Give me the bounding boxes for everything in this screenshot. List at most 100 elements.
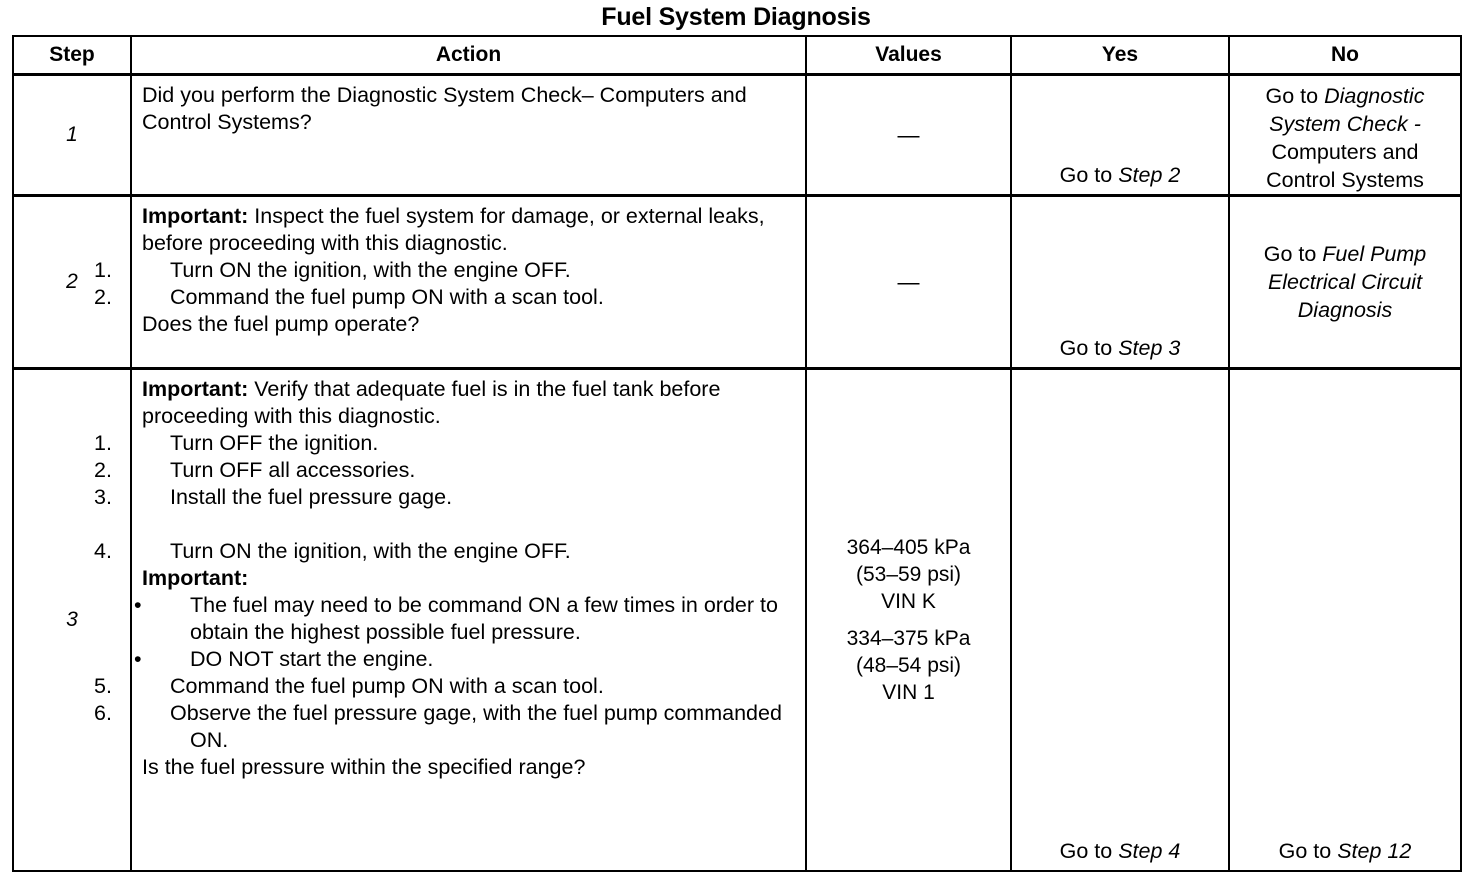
- action-cell-3: Important: Verify that adequate fuel is …: [94, 367, 807, 872]
- no-branch: Go to Fuel Pump Electrical Circuit Diagn…: [1230, 240, 1460, 324]
- no-reference: Step 12: [1337, 839, 1412, 863]
- no-cell-3: Go to Step 12: [1228, 367, 1462, 872]
- action-question: Does the fuel pump operate?: [142, 312, 420, 336]
- important-label: Important:: [142, 566, 249, 590]
- step-cell-1: 1: [12, 73, 132, 197]
- action-step-item: 1. Turn OFF the ignition.: [94, 430, 797, 457]
- no-branch: Go to Step 12: [1230, 837, 1460, 865]
- step-item-text: Turn ON the ignition, with the engine OF…: [170, 539, 571, 563]
- important-label: Important:: [142, 204, 249, 228]
- action-step-item: 6. Observe the fuel pressure gage, with t…: [94, 700, 797, 754]
- no-reference: Fuel Pump Electrical Circuit Diagnosis: [1267, 242, 1427, 322]
- values-cell-2: —: [805, 194, 1012, 370]
- table-row: 2 Important: Inspect the fuel system for…: [12, 194, 1462, 370]
- yes-branch: Go to Step 3: [1012, 334, 1228, 362]
- action-question: Is the fuel pressure within the specifie…: [142, 755, 586, 779]
- no-cell-1: Go to Diagnostic System Check - Computer…: [1228, 73, 1462, 197]
- step-item-text: Turn OFF all accessories.: [170, 458, 416, 482]
- values-kpa: 364–405 kPa: [846, 536, 971, 559]
- step-number: 3: [66, 608, 78, 631]
- action-step-item: 3. Install the fuel pressure gage.: [94, 484, 797, 511]
- step-item-text: Install the fuel pressure gage.: [170, 485, 453, 509]
- step-item-number: 2.: [94, 285, 112, 309]
- values-group-vin-k: 364–405 kPa (53–59 psi) VIN K: [807, 534, 1010, 615]
- step-item-number: 2.: [94, 458, 112, 482]
- yes-prefix: Go to: [1059, 163, 1119, 187]
- blank-line: [142, 511, 797, 538]
- action-step-item: 2. Command the fuel pump ON with a scan t…: [94, 284, 797, 311]
- step-item-text: Turn OFF the ignition.: [170, 431, 379, 455]
- step-item-text: Command the fuel pump ON with a scan too…: [170, 674, 604, 698]
- action-important: Important: Inspect the fuel system for d…: [142, 203, 797, 257]
- values-psi: (53–59 psi): [855, 563, 962, 586]
- column-header-yes: Yes: [1010, 35, 1230, 76]
- values-text: —: [897, 269, 920, 295]
- step-cell-2: 2: [12, 194, 132, 370]
- step-item-number: 3.: [94, 485, 112, 509]
- yes-prefix: Go to: [1059, 839, 1119, 863]
- values-vin: VIN 1: [882, 681, 935, 704]
- no-branch: Go to Diagnostic System Check - Computer…: [1230, 76, 1460, 194]
- no-suffix: Computers and Control Systems: [1266, 140, 1424, 192]
- table-row: 3 Important: Verify that adequate fuel i…: [12, 367, 1462, 872]
- no-prefix: Go to: [1265, 84, 1325, 108]
- table-header-row: Step Action Values Yes No: [12, 35, 1462, 76]
- no-reference: Diagnostic System Check -: [1269, 84, 1425, 136]
- important-text: Inspect the fuel system for damage, or e…: [142, 204, 765, 255]
- step-number: 2: [66, 270, 78, 293]
- yes-branch: Go to Step 2: [1012, 161, 1228, 189]
- step-item-number: 6.: [94, 701, 112, 725]
- column-header-action: Action: [130, 35, 807, 76]
- values-psi: (48–54 psi): [855, 654, 962, 677]
- values-group-vin-1: 334–375 kPa (48–54 psi) VIN 1: [807, 625, 1010, 706]
- yes-reference: Step 2: [1118, 163, 1181, 187]
- step-cell-3: 3: [12, 367, 132, 872]
- action-step-item: 2. Turn OFF all accessories.: [94, 457, 797, 484]
- action-question: Did you perform the Diagnostic System Ch…: [142, 83, 747, 134]
- bullet-glyph: •: [134, 647, 142, 671]
- bullet-text: DO NOT start the engine.: [190, 647, 434, 671]
- no-cell-2: Go to Fuel Pump Electrical Circuit Diagn…: [1228, 194, 1462, 370]
- action-important: Important: Verify that adequate fuel is …: [142, 376, 797, 430]
- step-item-text: Turn ON the ignition, with the engine OF…: [170, 258, 571, 282]
- yes-cell-2: Go to Step 3: [1010, 194, 1230, 370]
- action-step-item: 1. Turn ON the ignition, with the engine …: [94, 257, 797, 284]
- values-kpa: 334–375 kPa: [846, 627, 971, 650]
- column-header-values: Values: [805, 35, 1012, 76]
- important-text: Verify that adequate fuel is in the fuel…: [142, 377, 721, 428]
- no-prefix: Go to: [1278, 839, 1338, 863]
- step-item-text: Observe the fuel pressure gage, with the…: [170, 701, 782, 752]
- values-cell-3: 364–405 kPa (53–59 psi) VIN K 334–375 kP…: [805, 367, 1012, 872]
- step-item-number: 5.: [94, 674, 112, 698]
- yes-prefix: Go to: [1059, 336, 1119, 360]
- bullet-text: The fuel may need to be command ON a few…: [190, 593, 778, 644]
- action-bullet-item: • The fuel may need to be command ON a fe…: [134, 592, 797, 646]
- important-label: Important:: [142, 377, 249, 401]
- values-text: —: [897, 122, 920, 148]
- values-cell-1: —: [805, 73, 1012, 197]
- step-item-number: 1.: [94, 431, 112, 455]
- step-item-number: 4.: [94, 539, 112, 563]
- step-item-number: 1.: [94, 258, 112, 282]
- column-header-step: Step: [12, 35, 132, 76]
- action-step-item: 4. Turn ON the ignition, with the engine …: [94, 538, 797, 565]
- action-bullet-item: • DO NOT start the engine.: [134, 646, 797, 673]
- page-title: Fuel System Diagnosis: [601, 3, 871, 31]
- yes-reference: Step 4: [1118, 839, 1181, 863]
- action-important-2: Important:: [142, 565, 797, 592]
- action-step-item: 5. Command the fuel pump ON with a scan t…: [94, 673, 797, 700]
- yes-cell-1: Go to Step 2: [1010, 73, 1230, 197]
- bullet-glyph: •: [134, 593, 142, 617]
- yes-cell-3: Go to Step 4: [1010, 367, 1230, 872]
- column-header-no: No: [1228, 35, 1462, 76]
- step-number: 1: [66, 123, 78, 146]
- values-vin: VIN K: [881, 590, 936, 613]
- yes-reference: Step 3: [1118, 336, 1181, 360]
- yes-branch: Go to Step 4: [1012, 837, 1228, 865]
- values-block: 364–405 kPa (53–59 psi) VIN K 334–375 kP…: [807, 534, 1010, 706]
- no-prefix: Go to: [1263, 242, 1323, 266]
- table-row: 1 Did you perform the Diagnostic System …: [12, 73, 1462, 197]
- step-item-text: Command the fuel pump ON with a scan too…: [170, 285, 604, 309]
- action-cell-2: Important: Inspect the fuel system for d…: [94, 194, 807, 370]
